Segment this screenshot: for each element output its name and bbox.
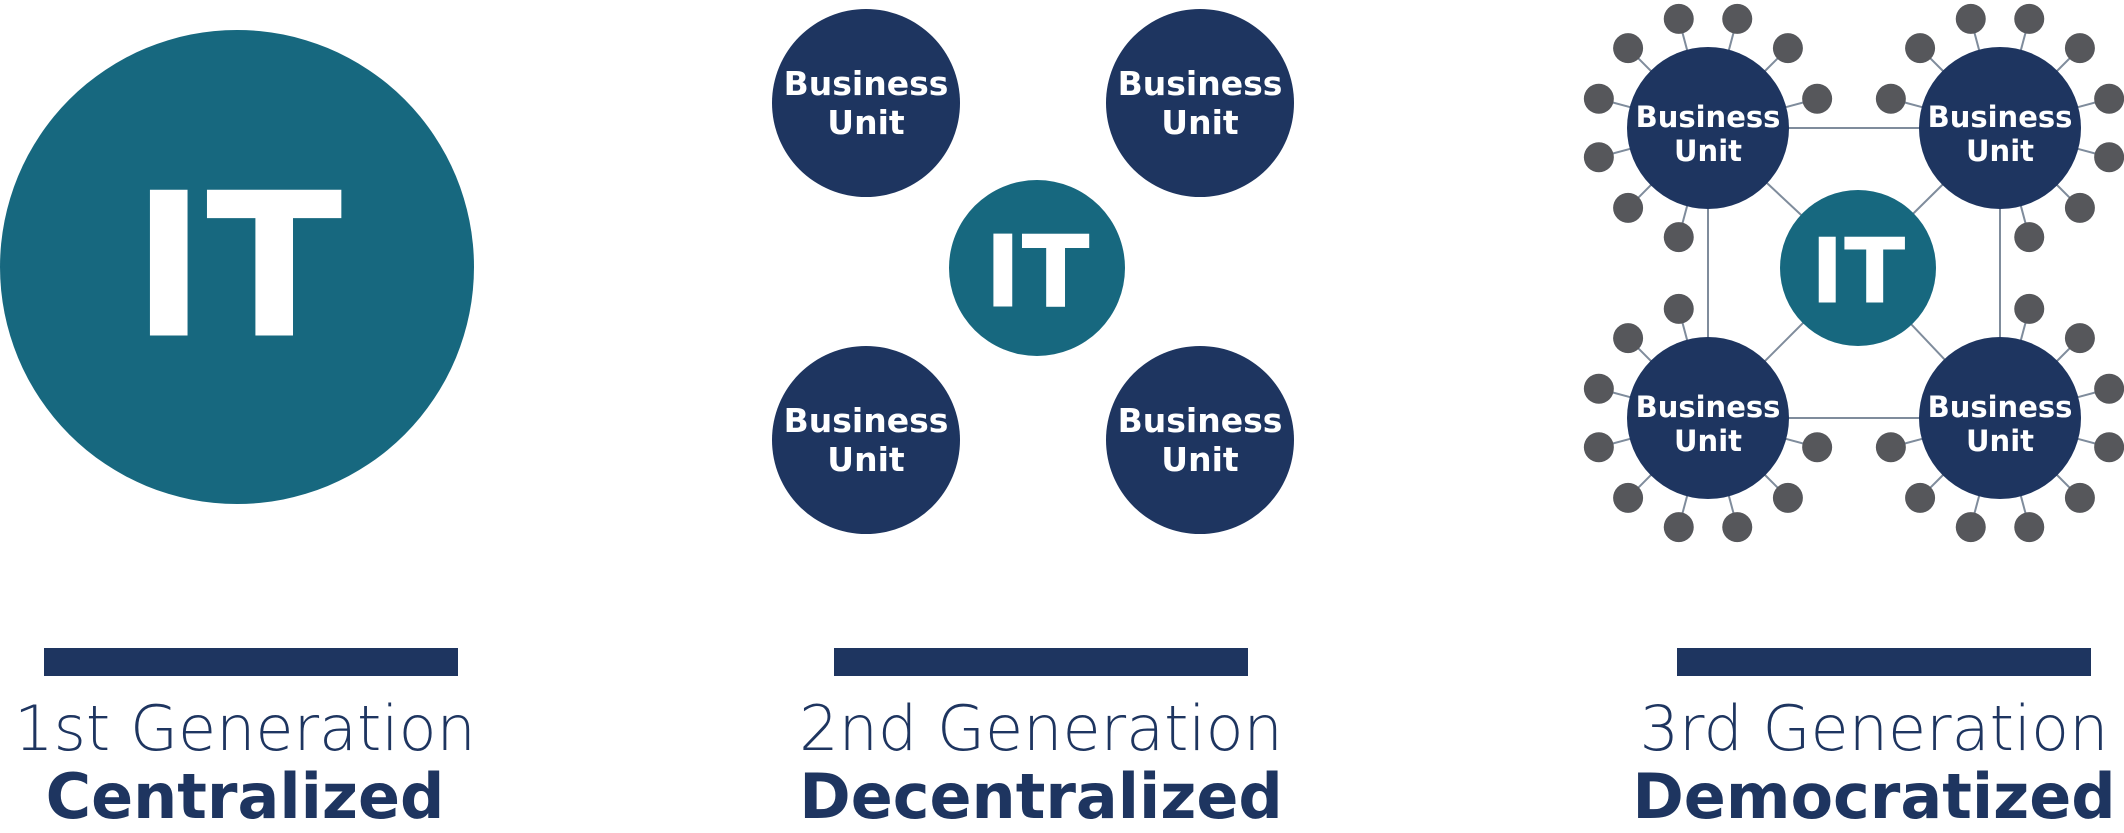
business-unit-node: Business Unit [1627,337,1789,499]
svg-text:Unit: Unit [827,103,905,142]
satellite-node [1663,222,1694,253]
satellite-node [1663,293,1694,324]
satellite-node [2094,142,2124,173]
panel-3-bar [1677,648,2091,676]
satellite-node [1583,83,1614,114]
svg-text:Unit: Unit [1966,134,2034,168]
svg-text:IT: IT [984,214,1089,331]
satellite-node [2014,222,2045,253]
svg-text:Unit: Unit [1674,134,1742,168]
satellite-node [2064,323,2095,354]
business-unit-node: Business Unit [1919,47,2081,209]
it-node: IT [1780,190,1936,346]
business-unit-node: Business Unit [1106,9,1294,197]
svg-text:Unit: Unit [1674,424,1742,458]
centralized-diagram: IT [0,30,474,504]
satellite-node [2094,83,2124,114]
satellite-node [1875,432,1906,463]
satellite-node [2014,293,2045,324]
satellite-node [2094,373,2124,404]
svg-text:IT: IT [1811,220,1906,325]
svg-text:Business: Business [1118,401,1283,440]
satellite-node [1802,83,1833,114]
satellite-node [1613,33,1644,64]
panel-1-model: Centralized [45,760,445,833]
satellite-node [1905,33,1936,64]
satellite-node [1955,512,1986,543]
satellite-node [1875,83,1906,114]
svg-text:Business: Business [1636,390,1781,424]
svg-text:Business: Business [1928,390,2073,424]
satellite-node [1663,512,1694,543]
satellite-node [2064,33,2095,64]
satellite-node [1772,482,1803,513]
satellite-node [2014,512,2045,543]
decentralized-diagram: Business Unit Business Unit Business Uni… [772,9,1294,534]
satellite-node [1955,3,1986,34]
it-circle-large [0,30,474,504]
satellite-node [1613,323,1644,354]
business-unit-node: Business Unit [1106,346,1294,534]
satellite-node [1722,3,1753,34]
satellite-node [2064,192,2095,223]
satellite-node [1772,33,1803,64]
satellite-node [1802,432,1833,463]
satellite-nodes [1583,3,2124,543]
satellite-node [1613,482,1644,513]
panel-2-bar [834,648,1248,676]
satellite-node [1583,373,1614,404]
panel-1-generation: 1st Generation [14,692,476,765]
svg-text:Business: Business [784,401,949,440]
satellite-node [1663,3,1694,34]
svg-text:Unit: Unit [1161,103,1239,142]
satellite-node [2014,3,2045,34]
panel-3-generation: 3rd Generation [1639,692,2109,765]
business-unit-node: Business Unit [1919,337,2081,499]
svg-text:Unit: Unit [827,440,905,479]
svg-text:Business: Business [1928,100,2073,134]
business-unit-node: Business Unit [772,346,960,534]
panel-1-bar [44,648,458,676]
business-unit-node: Business Unit [772,9,960,197]
satellite-node [1905,482,1936,513]
svg-text:Business: Business [1118,64,1283,103]
satellite-node [1583,432,1614,463]
satellite-node [1613,192,1644,223]
satellite-node [1583,142,1614,173]
panel-3-model: Democratized [1632,760,2116,833]
satellite-node [2094,432,2124,463]
democratized-diagram: Business Unit Business Unit Business Uni… [1583,3,2124,543]
svg-text:Business: Business [784,64,949,103]
it-node: IT [949,180,1125,356]
svg-text:Unit: Unit [1161,440,1239,479]
it-label-large: IT [132,151,343,384]
satellite-node [1722,512,1753,543]
svg-text:Unit: Unit [1966,424,2034,458]
panel-2-model: Decentralized [799,760,1283,833]
svg-text:Business: Business [1636,100,1781,134]
panel-2-generation: 2nd Generation [799,692,1283,765]
business-unit-node: Business Unit [1627,47,1789,209]
satellite-node [2064,482,2095,513]
